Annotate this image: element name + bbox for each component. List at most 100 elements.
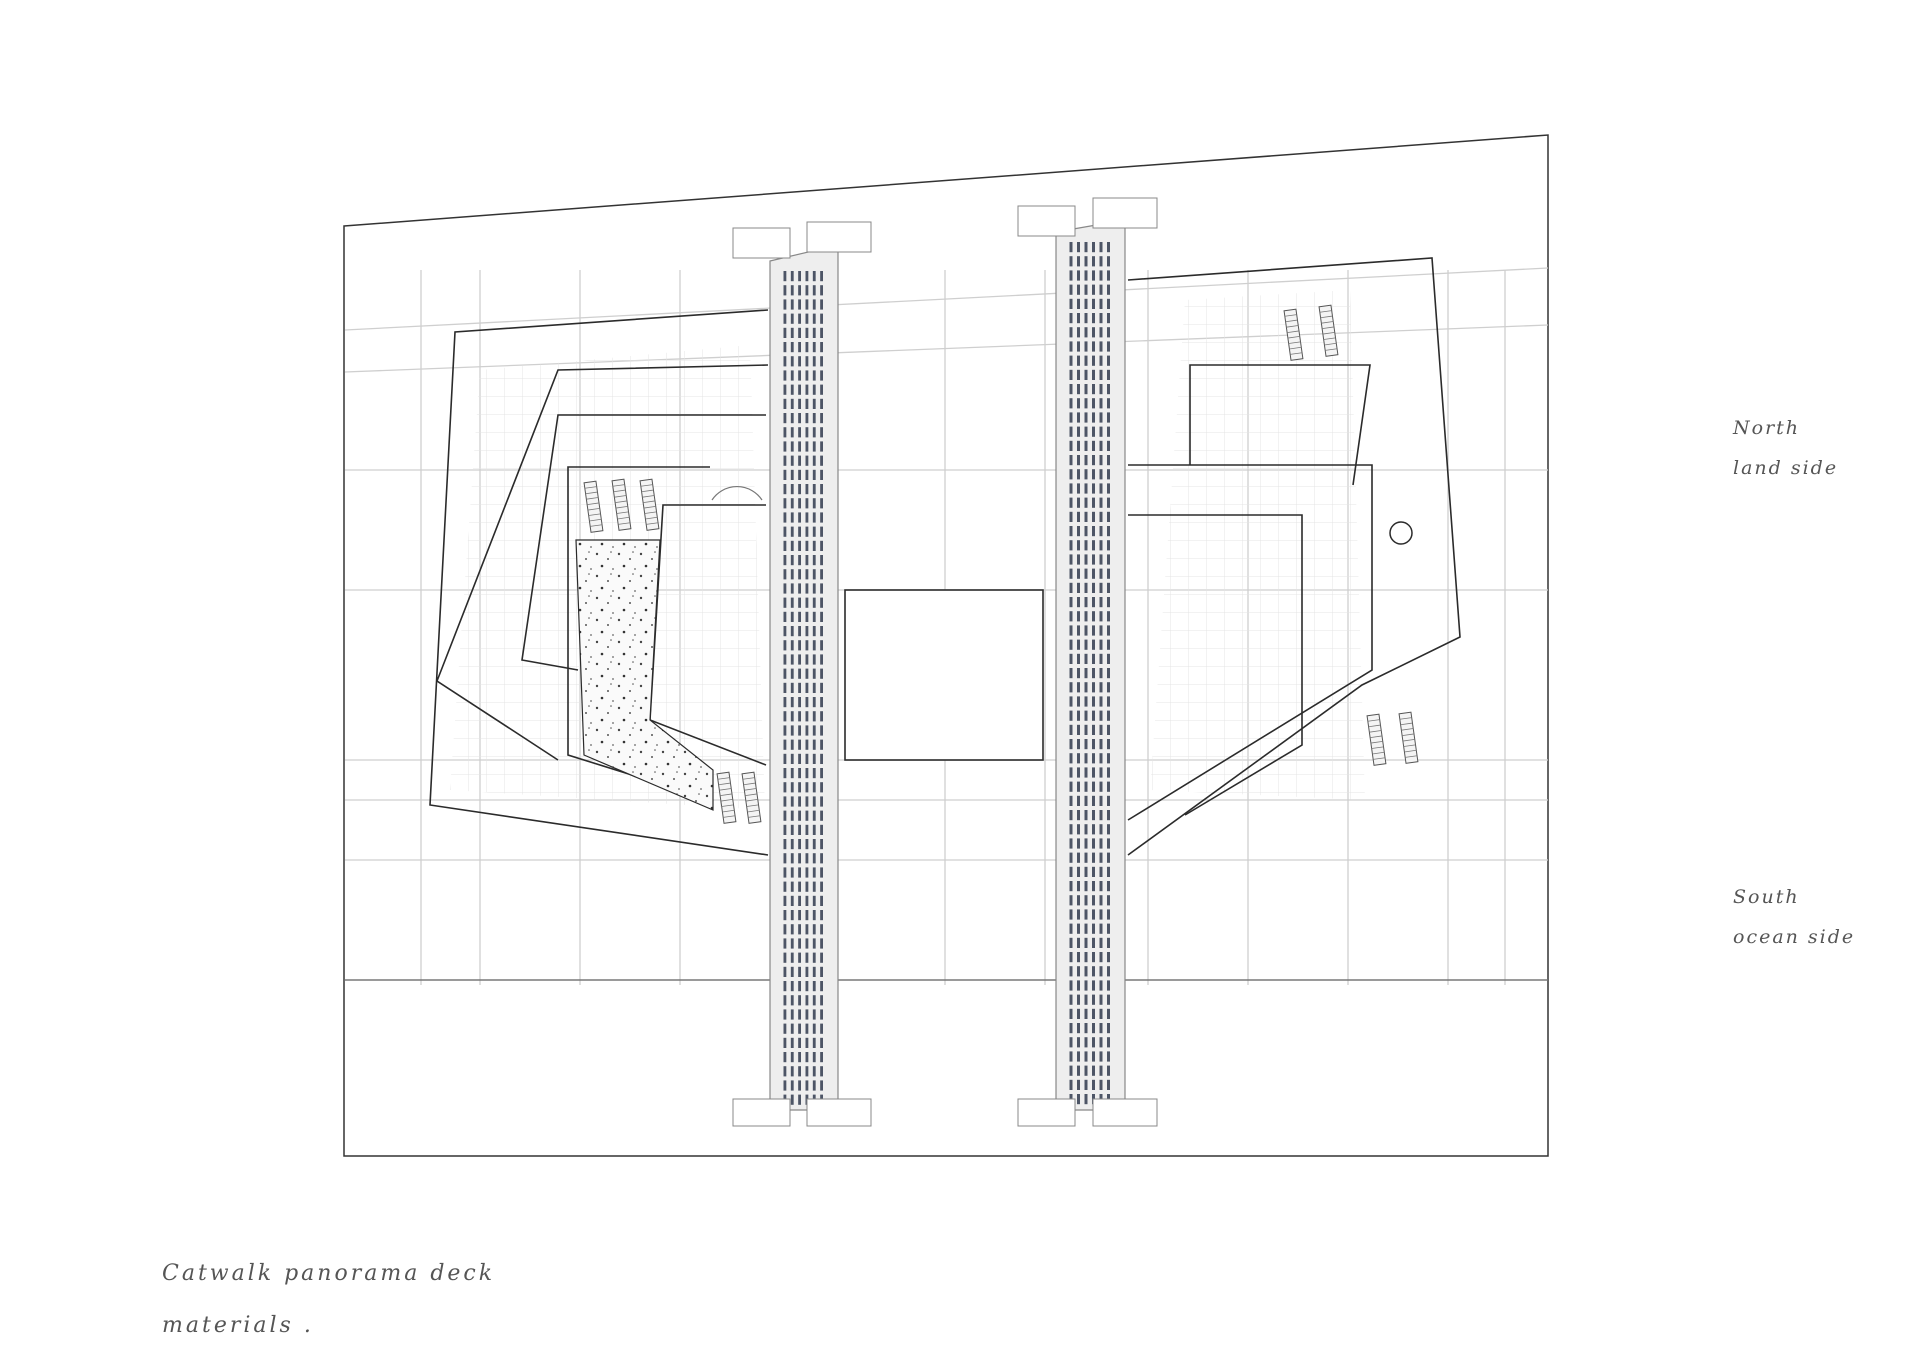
solar-panel [1084, 866, 1088, 877]
lounger-slat [722, 809, 735, 813]
solar-panel [798, 895, 801, 906]
solar-panel [812, 398, 816, 409]
solar-panel [1099, 313, 1103, 324]
lounger-slat [613, 489, 626, 493]
solar-panel [1099, 597, 1103, 608]
solar-panel [1107, 611, 1110, 622]
solar-panel [1092, 952, 1095, 963]
solar-panel [812, 370, 816, 381]
solar-panel [798, 768, 801, 779]
solar-panel [805, 839, 809, 850]
solar-panel [1107, 270, 1110, 281]
solar-panel [1084, 1037, 1088, 1048]
solar-panel [812, 796, 816, 807]
solar-panel [790, 569, 794, 580]
solar-panel [783, 271, 787, 282]
solar-panel [1077, 952, 1080, 963]
solar-panel [805, 512, 809, 523]
lounger-slat [643, 500, 656, 504]
solar-panel [1069, 1008, 1073, 1019]
solar-panel [820, 938, 823, 949]
solar-panel [1077, 895, 1080, 906]
solar-panel [783, 924, 787, 935]
solar-panel [1077, 412, 1080, 423]
sun-lounger [1398, 711, 1419, 764]
solar-panel [783, 739, 787, 750]
solar-panel [1107, 895, 1110, 906]
solar-panel [1092, 966, 1095, 977]
solar-panel [1099, 937, 1103, 948]
solar-panel [1069, 497, 1073, 508]
solar-panel [1069, 483, 1073, 494]
solar-panel [820, 853, 823, 864]
solar-panel [1099, 256, 1103, 267]
solar-panel [1099, 526, 1103, 537]
solar-panel [790, 484, 794, 495]
solar-panel [790, 1066, 794, 1077]
lounger-slat [644, 511, 657, 514]
solar-panel [1077, 1008, 1080, 1019]
grid-line-horizontal [344, 267, 1549, 331]
solar-panel [783, 469, 787, 480]
lounger-slat [1400, 722, 1413, 726]
solar-panel [783, 384, 787, 395]
solar-panel [820, 1052, 823, 1063]
solar-panel [1099, 739, 1103, 750]
deck-loungers [583, 304, 1419, 824]
lounger-slat [1319, 310, 1332, 313]
lounger-slat [1285, 319, 1298, 323]
solar-panel [1077, 568, 1080, 579]
solar-panel [812, 810, 816, 821]
solar-panel [1107, 242, 1110, 253]
solar-panel [805, 1023, 809, 1034]
solar-panel [783, 654, 787, 665]
solar-panel [820, 611, 823, 622]
solar-panel [1069, 682, 1073, 693]
solar-panel [812, 285, 816, 296]
solar-panel [1092, 426, 1095, 437]
solar-panel [1099, 369, 1103, 380]
solar-panel [1092, 355, 1095, 366]
solar-panel [798, 668, 801, 679]
lounger-slat [1324, 342, 1337, 346]
lounger-slat [584, 486, 597, 489]
solar-panel [1107, 866, 1110, 877]
solar-panel [1084, 852, 1088, 863]
solar-panel [820, 711, 823, 722]
solar-panel [798, 1037, 801, 1048]
solar-panel [805, 1009, 809, 1020]
solar-panel [790, 469, 794, 480]
solar-panel [820, 952, 823, 963]
solar-panel [1099, 753, 1103, 764]
solar-panel [1092, 866, 1095, 877]
solar-panel [783, 512, 787, 523]
solar-panel [1069, 994, 1073, 1005]
solar-panel [1099, 767, 1103, 778]
lounger-slat [643, 506, 656, 509]
solar-panel [1092, 795, 1095, 806]
solar-panel [820, 810, 823, 821]
solar-panel [1069, 369, 1073, 380]
solar-panel [1092, 739, 1095, 750]
solar-panel [798, 1066, 801, 1077]
solar-panel [783, 597, 787, 608]
solar-panel [1107, 1037, 1110, 1048]
solar-panel [805, 697, 809, 708]
solar-panel [812, 1009, 816, 1020]
solar-panel [1107, 682, 1110, 693]
solar-panel [812, 725, 816, 736]
solar-panel [805, 768, 809, 779]
solar-panel [820, 796, 823, 807]
solar-panel [798, 384, 801, 395]
solar-panel [798, 725, 801, 736]
lounger-slat [588, 513, 601, 516]
solar-panel [798, 881, 801, 892]
solar-panel [1084, 668, 1088, 679]
solar-panel [805, 753, 809, 764]
solar-panel [820, 981, 823, 992]
solar-panel [805, 555, 809, 566]
solar-panel [1092, 767, 1095, 778]
solar-panel [820, 540, 823, 551]
solar-panel [1077, 313, 1080, 324]
lounger-slat [1325, 348, 1338, 351]
